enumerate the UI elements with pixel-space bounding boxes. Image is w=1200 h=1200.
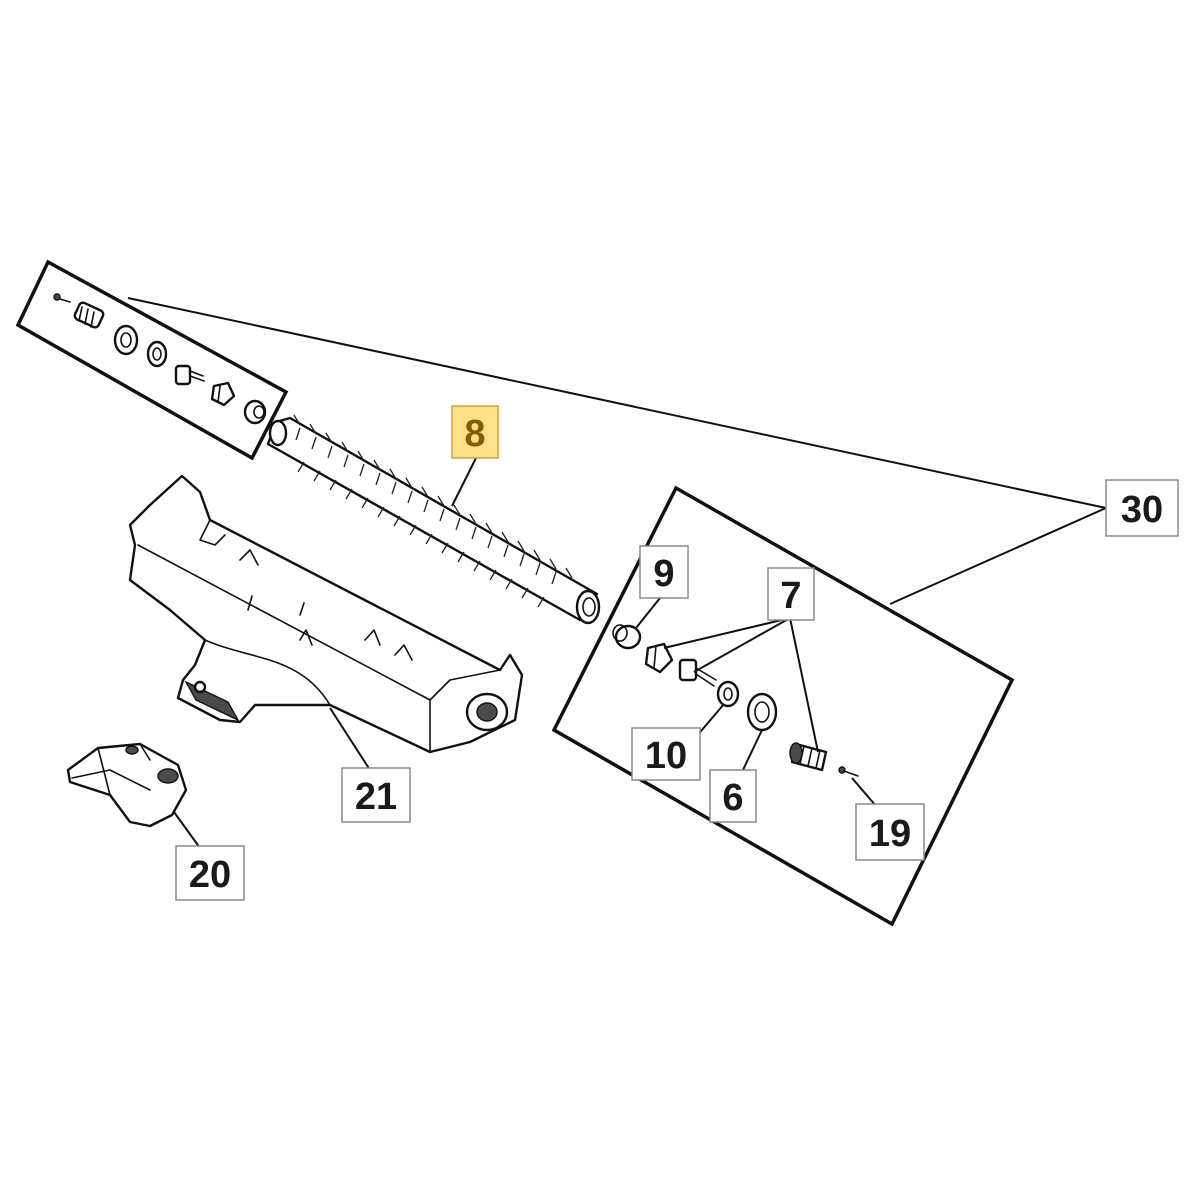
callout-21: 21	[341, 767, 411, 823]
callout-9: 9	[639, 545, 689, 599]
inset-frame-left	[15, 259, 289, 461]
callout-19: 19	[855, 803, 925, 861]
leader-screw	[851, 777, 877, 807]
bushing-9-icon	[612, 624, 642, 650]
screw-icon	[838, 766, 859, 777]
leader-seal	[741, 729, 763, 773]
nut-icon	[210, 381, 236, 407]
callout-20: 20	[175, 845, 245, 901]
bracket-icon	[66, 742, 188, 828]
callout-30-label: 30	[1121, 489, 1163, 531]
leader-kit-frame	[889, 507, 1107, 605]
leader-bushing	[635, 597, 661, 629]
washer-icon	[146, 340, 168, 368]
leader-brush-roll	[451, 457, 477, 507]
hex-nut-icon	[644, 642, 674, 674]
washer-10-icon	[716, 680, 740, 708]
callout-10-label: 10	[645, 735, 687, 777]
leader-housing	[329, 707, 371, 771]
callout-7-label: 7	[780, 575, 801, 617]
callout-6-label: 6	[722, 777, 743, 819]
leader-bracket	[173, 811, 201, 849]
callout-30: 30	[1105, 479, 1179, 537]
callout-21-label: 21	[355, 776, 397, 818]
callout-6: 6	[709, 769, 757, 823]
callout-8: 8	[451, 405, 499, 459]
threaded-sleeve-icon	[73, 301, 105, 329]
inset-frame-right	[551, 485, 1015, 927]
seal-ring-icon	[113, 324, 139, 356]
callout-9-label: 9	[653, 553, 674, 595]
threaded-insert-icon	[789, 742, 828, 772]
callout-10: 10	[631, 727, 701, 781]
bushing-icon	[243, 399, 267, 425]
callout-20-label: 20	[189, 854, 231, 896]
seal-6-icon	[746, 692, 778, 732]
bolt-7-icon	[678, 658, 717, 687]
housing-icon	[128, 474, 524, 754]
callout-19-label: 19	[869, 813, 911, 855]
brush-roll-icon	[266, 414, 601, 625]
bolt-icon	[174, 364, 205, 386]
leader-kit-inset	[127, 297, 1107, 509]
callout-8-label: 8	[464, 413, 485, 455]
callout-7: 7	[767, 567, 815, 621]
small-pin-icon	[53, 293, 71, 303]
